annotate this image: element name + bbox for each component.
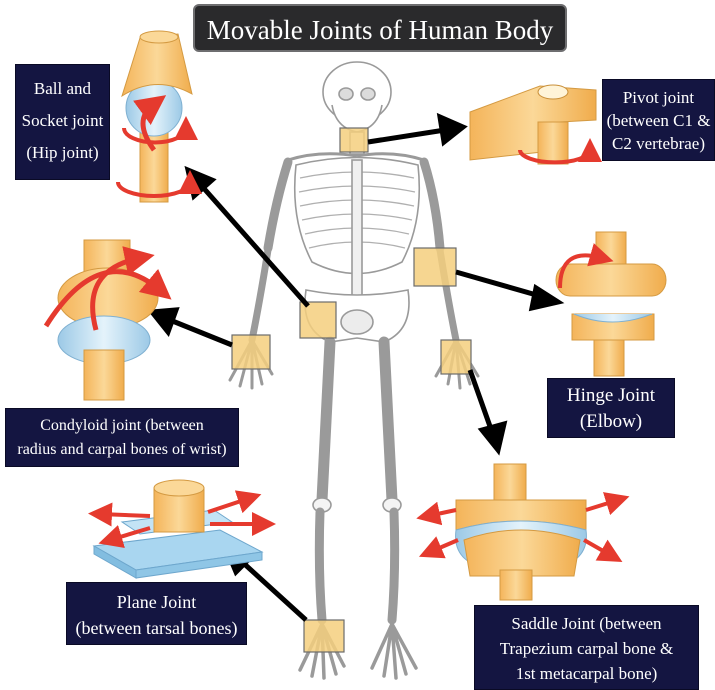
saddle-model: [428, 464, 618, 600]
hinge-line-2: (Elbow): [548, 409, 674, 435]
left-tibia: [319, 512, 322, 620]
ankle-joint-highlight: [304, 620, 344, 652]
ball-socket-line-3: (Hip joint): [16, 137, 109, 169]
condyloid-pointer-arrow: [170, 320, 232, 345]
plane-pointer-arrow: [240, 560, 306, 620]
ball-socket-line-1: Ball and: [16, 73, 109, 105]
right-tibia: [392, 512, 395, 620]
neck-joint-highlight: [340, 128, 368, 152]
condyloid-label: Condyloid joint (between radius and carp…: [5, 408, 239, 467]
wrist-joint-highlight: [232, 335, 270, 369]
left-femur: [322, 342, 330, 500]
pivot-label: Pivot joint (between C1 & C2 vertebrae): [602, 79, 715, 161]
condyloid-line-2: radius and carpal bones of wrist): [6, 438, 238, 462]
ball-socket-model: [118, 31, 192, 202]
pivot-model: [470, 85, 596, 164]
ball-socket-pointer-arrow: [200, 184, 308, 306]
saddle-label: Saddle Joint (between Trapezium carpal b…: [474, 605, 699, 690]
hinge-line-1: Hinge Joint: [548, 383, 674, 409]
saddle-line-2: Trapezium carpal bone &: [475, 636, 698, 661]
spine: [352, 160, 362, 300]
right-humerus: [424, 162, 440, 248]
plane-line-2: (between tarsal bones): [67, 615, 246, 641]
plane-model: [94, 480, 264, 578]
elbow-joint-highlight: [414, 248, 456, 286]
ball-socket-line-2: Socket joint: [16, 105, 109, 137]
left-forearm: [252, 250, 268, 340]
plane-line-1: Plane Joint: [67, 589, 246, 615]
hinge-label: Hinge Joint (Elbow): [547, 378, 675, 438]
thumb-joint-highlight: [441, 340, 471, 374]
pivot-pointer-arrow: [368, 130, 445, 142]
condyloid-model: [46, 240, 160, 400]
left-humerus: [268, 162, 288, 248]
saddle-line-3: 1st metacarpal bone): [475, 661, 698, 686]
right-foot: [372, 624, 416, 678]
pivot-line-3: C2 vertebrae): [603, 132, 714, 155]
hinge-model: [556, 232, 666, 376]
saddle-pointer-arrow: [470, 370, 492, 432]
right-femur: [384, 342, 392, 500]
pivot-line-2: (between C1 &: [603, 109, 714, 132]
hinge-pointer-arrow: [456, 272, 540, 296]
saddle-line-1: Saddle Joint (between: [475, 611, 698, 636]
condyloid-line-1: Condyloid joint (between: [6, 414, 238, 438]
ball-socket-label: Ball and Socket joint (Hip joint): [15, 64, 110, 180]
plane-label: Plane Joint (between tarsal bones): [66, 582, 247, 645]
pivot-line-1: Pivot joint: [603, 86, 714, 109]
diagram-title: Movable Joints of Human Body: [193, 4, 567, 52]
hip-joint-highlight: [300, 302, 336, 338]
